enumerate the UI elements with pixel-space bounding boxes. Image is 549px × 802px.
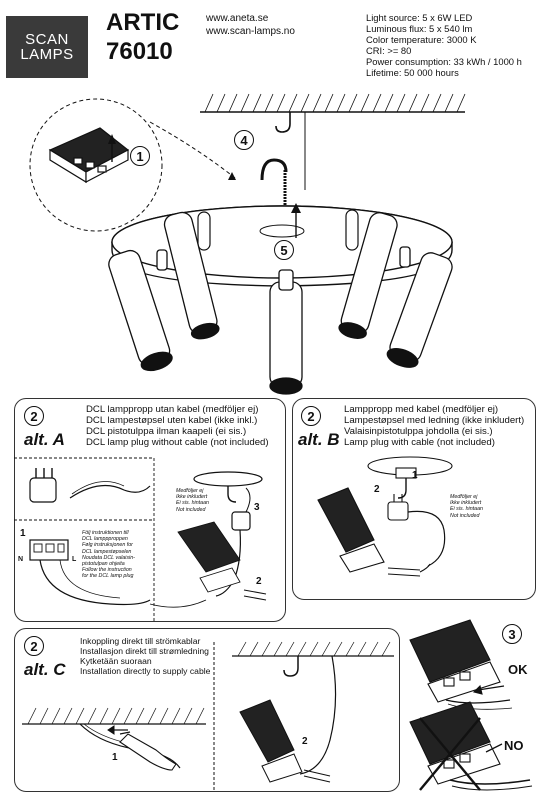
website-link[interactable]: www.aneta.se [206, 13, 269, 24]
alt-b-line: Lamp plug with cable (not included) [344, 437, 495, 448]
alt-b-line: Valaisinpistotulppa johdolla (ei sis.) [344, 426, 493, 437]
alt-a-description: DCL lamppropp utan kabel (medföljer ej) … [86, 404, 269, 448]
alt-c-label: alt. C [24, 660, 66, 679]
alt-a-line: DCL pistotulppa ilman kaapeli (ei sis.) [86, 426, 247, 437]
note-line: DCL lamppproppen [82, 536, 128, 543]
alt-a-follow-note: Följ instruktionen till DCL lamppproppen… [82, 530, 135, 580]
brand-logo: SCAN LAMPS [6, 16, 88, 78]
no-label: NO [504, 738, 524, 753]
website-list: www.aneta.se www.scan-lamps.no [206, 12, 295, 38]
alt-a-n-label: N [18, 556, 24, 563]
product-number: 76010 [106, 38, 173, 65]
step-3-badge: 3 [502, 624, 522, 644]
alt-a-plug-note: Medföljer ej Ikke inkludert Ei sis. hint… [176, 488, 209, 513]
logo-line2: LAMPS [20, 46, 74, 63]
note-line: Not included [450, 512, 480, 519]
alt-b-num-1: 1 [412, 470, 418, 481]
lamp-illustration [29, 93, 466, 395]
alt-a-line: DCL lamppropp utan kabel (medföljer ej) [86, 404, 259, 415]
alt-c-line: Installasjon direkt till strømledning [80, 646, 209, 656]
website-link[interactable]: www.scan-lamps.no [206, 26, 295, 37]
alt-c-line: Installation directly to supply cable [80, 666, 211, 676]
alt-a-line: DCL lamp plug without cable (not include… [86, 437, 269, 448]
step-4-badge: 4 [234, 130, 254, 150]
note-line: Medföljer ej [450, 494, 478, 500]
spec-line: Power consumption: 33 kWh / 1000 h [366, 56, 522, 67]
alt-a-l-label: L [72, 556, 77, 563]
alt-b-label: alt. B [298, 430, 340, 449]
alt-a-line: DCL lampestøpsel uten kabel (ikke inkl.) [86, 415, 258, 426]
note-line: pistotulpan ohjeita [82, 561, 125, 568]
product-name: ARTIC [106, 9, 180, 36]
note-line: Medföljer ej [176, 488, 204, 494]
note-line: Follow the instruction [82, 567, 132, 574]
step-1-badge: 1 [130, 146, 150, 166]
alt-a-step-badge: 2 [24, 406, 44, 426]
step-5-badge: 5 [274, 240, 294, 260]
alt-c-step-badge: 2 [24, 636, 44, 656]
alt-c-num-1: 1 [112, 752, 118, 763]
panel-alt-a [14, 398, 286, 622]
alt-b-step-badge: 2 [301, 406, 321, 426]
alt-b-num-2: 2 [374, 484, 380, 495]
alt-b-line: Lamppropp med kabel (medföljer ej) [344, 404, 499, 415]
spec-line: Luminous flux: 5 x 540 lm [366, 23, 473, 34]
alt-c-description: Inkoppling direkt till strömkablar Insta… [80, 636, 210, 676]
logo-line1: SCAN [25, 31, 69, 48]
note-line: Ei sis. hintaan [450, 506, 483, 513]
note-line: for the DCL lamp plug [82, 573, 134, 580]
spec-line: Light source: 5 x 6W LED [366, 12, 473, 23]
alt-a-num-1: 1 [20, 528, 26, 539]
note-line: Følg instruksjonen for [82, 542, 133, 549]
note-line: Ikke inkludert [450, 500, 482, 507]
note-line: Ikke inkludert [176, 494, 208, 501]
note-line: Ei sis. hintaan [176, 500, 209, 507]
panel-alt-b [292, 398, 536, 600]
alt-a-label: alt. A [24, 430, 65, 449]
spec-line: Color temperature: 3000 K [366, 34, 477, 45]
spec-list: Light source: 5 x 6W LED Luminous flux: … [366, 12, 522, 78]
note-line: Följ instruktionen till [82, 530, 129, 536]
spec-line: CRI: >= 80 [366, 45, 412, 56]
alt-c-line: Inkoppling direkt till strömkablar [80, 636, 201, 646]
alt-c-line: Kytketään suoraan [80, 656, 152, 666]
alt-a-num-2: 2 [256, 576, 262, 587]
alt-b-line: Lampestøpsel med ledning (ikke inkludert… [344, 415, 525, 426]
alt-c-num-2: 2 [302, 736, 308, 747]
alt-b-note: Medföljer ej Ikke inkludert Ei sis. hint… [450, 494, 483, 519]
alt-b-description: Lamppropp med kabel (medföljer ej) Lampe… [344, 404, 524, 448]
note-line: Not included [176, 506, 206, 513]
note-line: DCL lampestøpselen [82, 548, 132, 555]
spec-line: Lifetime: 50 000 hours [366, 67, 459, 78]
ok-label: OK [508, 662, 528, 677]
alt-a-num-3: 3 [254, 502, 260, 513]
panel-alt-c [14, 628, 400, 792]
note-line: Noudata DCL valaisin- [82, 554, 135, 561]
